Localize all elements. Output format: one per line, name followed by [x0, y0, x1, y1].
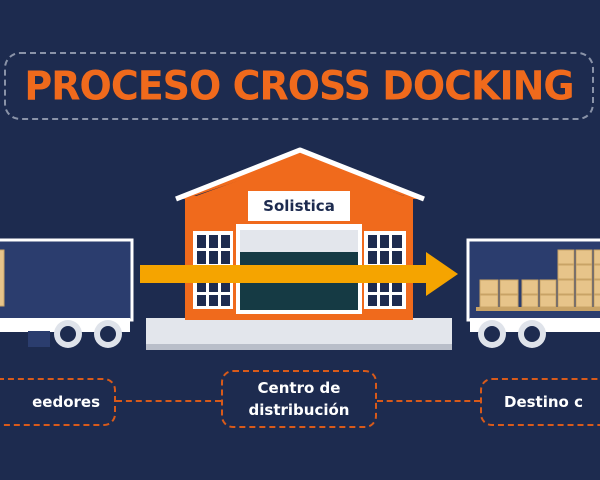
label-suppliers: eedores [0, 378, 116, 426]
warehouse-door-top [240, 230, 358, 252]
title-frame: PROCESO CROSS DOCKING [4, 52, 594, 120]
loading-platform-shadow [146, 344, 452, 350]
warehouse-gable [188, 158, 412, 199]
connector-right [377, 400, 480, 402]
connector-left [116, 400, 221, 402]
flow-arrow-head [426, 252, 458, 296]
flow-arrow-shaft [140, 265, 432, 283]
left-truck [0, 238, 134, 348]
warehouse-roof-trim [175, 147, 425, 202]
warehouse-sign: Solistica [248, 191, 350, 221]
left-truck-wheel-2-hub [100, 326, 116, 342]
left-truck-wheel-1-hub [60, 326, 76, 342]
right-truck-pallets [476, 307, 600, 311]
page-title: PROCESO CROSS DOCKING [24, 62, 574, 110]
right-truck-wheel-1-hub [484, 326, 500, 342]
right-truck [466, 238, 600, 348]
warehouse [175, 147, 425, 320]
left-truck-bumper [28, 331, 50, 347]
left-truck-trailer [0, 238, 134, 322]
label-destination: Destino c [480, 378, 600, 426]
right-truck-wheel-2-hub [524, 326, 540, 342]
flow-arrow [140, 252, 458, 296]
left-truck-cargo [0, 249, 5, 307]
label-distribution-center: Centro de distribución [221, 370, 377, 428]
